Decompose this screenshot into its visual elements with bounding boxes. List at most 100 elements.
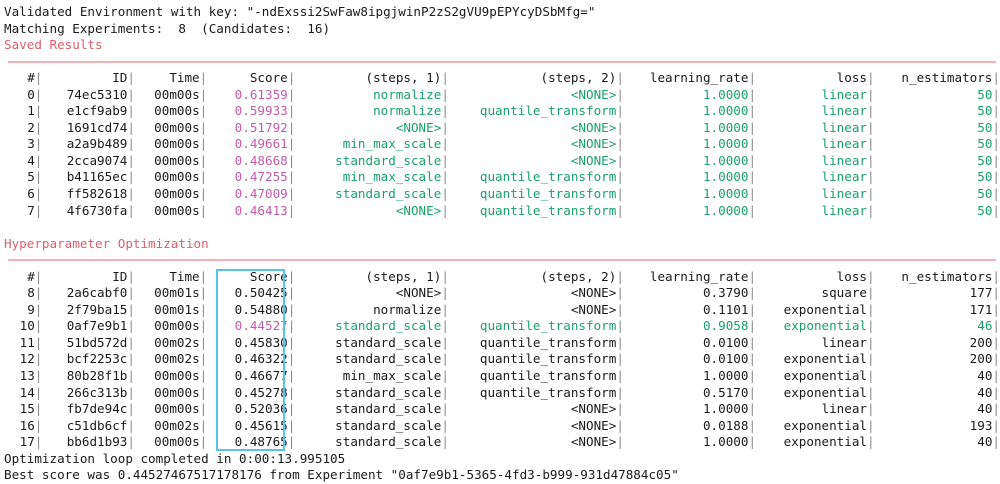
cell-steps-1: <NONE>| [395,119,449,135]
table-row[interactable]: 1|e1cf9ab9|00m00s|0.59933|normalize|quan… [4,103,1000,120]
cell-steps-1: standard_scale| [335,434,449,450]
cell-time: 00m01s| [154,285,208,301]
cell-steps-1: <NONE>| [395,202,449,218]
table-row[interactable]: 17|bb6d1b93|00m00s|0.48765|standard_scal… [4,434,1000,451]
table-row[interactable]: 8|2a6cabf0|00m01s|0.50425|<NONE>|<NONE>|… [4,285,1000,302]
section-rule-hyperparameter-optimization [4,252,1000,269]
cell-steps-1: normalize| [373,103,449,119]
footer-line-loop-completed: Optimization loop completed in 0:00:13.9… [4,450,346,466]
table-row[interactable]: 6|ff582618|00m00s|0.47009|standard_scale… [4,186,1000,203]
table-row[interactable]: 0|74ec5310|00m00s|0.61359|normalize|<NON… [4,87,1000,104]
table-row[interactable]: 11|51bd572d|00m02s|0.45830|standard_scal… [4,335,1000,352]
cell-id: 266c313b| [66,384,135,400]
cell-learning-rate: 1.0000| [702,169,757,185]
table-row[interactable]: 7|4f6730fa|00m00s|0.46413|<NONE>|quantil… [4,203,1000,220]
cell-time: 00m00s| [154,434,208,450]
cell-loss: exponential| [783,351,875,367]
cell-id: a2a9b489| [66,136,135,152]
table-row[interactable]: 12|bcf2253c|00m02s|0.46322|standard_scal… [4,351,1000,368]
cell-time: 00m00s| [154,202,208,218]
column-header-learning-rate: learning_rate| [649,70,757,86]
cell-learning-rate: 1.0000| [702,86,757,102]
table-row[interactable]: 9|2f79ba15|00m01s|0.54880|normalize|<NON… [4,302,1000,319]
cell-steps-2: quantile_transform| [479,202,624,218]
cell-score: 0.52036| [234,401,296,417]
cell-loss: linear| [821,136,875,152]
table-header-row: #|ID|Time|Score|(steps, 1)|(steps, 2)|le… [4,269,1000,286]
section-title-saved-results: Saved Results [4,37,103,53]
cell-index: 9| [27,301,43,317]
cell-index: 12| [19,351,43,367]
cell-index: 13| [19,368,43,384]
cell-id: c51db6cf| [66,417,135,433]
cell-score: 0.46413| [234,202,296,218]
cell-time: 00m02s| [154,417,208,433]
cell-loss: exponential| [783,318,875,334]
cell-steps-2: <NONE>| [570,301,624,317]
cell-time: 00m02s| [154,351,208,367]
column-header-loss: loss| [836,268,875,284]
saved-results-table-body: #|ID|Time|Score|(steps, 1)|(steps, 2)|le… [4,70,1000,219]
cell-index: 2| [27,119,43,135]
cell-n-estimators: 40| [977,401,1000,417]
cell-steps-1: min_max_scale| [342,169,449,185]
cell-loss: exponential| [783,301,875,317]
cell-score: 0.59933| [234,103,296,119]
cell-time: 00m00s| [154,401,208,417]
cell-id: bcf2253c| [66,351,135,367]
cell-time: 00m00s| [154,119,208,135]
table-row[interactable]: 14|266c313b|00m00s|0.45278|standard_scal… [4,385,1000,402]
cell-score: 0.50425| [234,285,296,301]
cell-time: 00m00s| [154,136,208,152]
cell-steps-1: standard_scale| [335,152,449,168]
cell-score: 0.45830| [234,334,296,350]
cell-score: 0.49661| [234,136,296,152]
cell-id: 0af7e9b1| [66,318,135,334]
cell-time: 00m02s| [154,334,208,350]
hpo-table-body: #|ID|Time|Score|(steps, 1)|(steps, 2)|le… [4,269,1000,451]
cell-score: 0.47009| [234,186,296,202]
column-header--steps-1-: (steps, 1)| [365,70,449,86]
table-gap [4,219,1000,236]
column-header-id: ID| [112,268,135,284]
column-header-time: Time| [169,70,208,86]
cell-n-estimators: 177| [969,285,1000,301]
cell-id: 74ec5310| [66,86,135,102]
cell-steps-1: min_max_scale| [342,136,449,152]
cell-index: 10| [19,318,43,334]
column-header-score: Score| [249,268,296,284]
cell-learning-rate: 0.3790| [702,285,757,301]
cell-score: 0.44527| [234,318,296,334]
cell-steps-1: <NONE>| [395,285,449,301]
cell-steps-2: <NONE>| [570,136,624,152]
cell-score: 0.45615| [234,417,296,433]
cell-time: 00m00s| [154,186,208,202]
table-row[interactable]: 5|b41165ec|00m00s|0.47255|min_max_scale|… [4,169,1000,186]
cell-id: 51bd572d| [66,334,135,350]
intro-line-matching-experiments: Matching Experiments: 8 (Candidates: 16) [4,20,331,36]
cell-steps-2: <NONE>| [570,152,624,168]
table-row[interactable]: 13|80b28f1b|00m00s|0.46677|min_max_scale… [4,368,1000,385]
hyperparameter-optimization-table: #|ID|Time|Score|(steps, 1)|(steps, 2)|le… [4,269,1000,451]
table-row[interactable]: 2|1691cd74|00m00s|0.51792|<NONE>|<NONE>|… [4,120,1000,137]
column-header-n-estimators: n_estimators| [901,70,1000,86]
cell-steps-2: <NONE>| [570,417,624,433]
cell-index: 17| [19,434,43,450]
table-row[interactable]: 15|fb7de94c|00m00s|0.52036|standard_scal… [4,401,1000,418]
cell-id: fb7de94c| [66,401,135,417]
cell-learning-rate: 1.0000| [702,368,757,384]
column-header--steps-1-: (steps, 1)| [365,268,449,284]
table-row[interactable]: 10|0af7e9b1|00m00s|0.44527|standard_scal… [4,318,1000,335]
cell-steps-2: <NONE>| [570,86,624,102]
cell-n-estimators: 50| [977,169,1000,185]
table-row[interactable]: 16|c51db6cf|00m02s|0.45615|standard_scal… [4,418,1000,435]
cell-score: 0.47255| [234,169,296,185]
table-row[interactable]: 4|2cca9074|00m00s|0.48668|standard_scale… [4,153,1000,170]
cell-score: 0.46322| [234,351,296,367]
cell-loss: exponential| [783,417,875,433]
table-row[interactable]: 3|a2a9b489|00m00s|0.49661|min_max_scale|… [4,136,1000,153]
section-title-hyperparameter-optimization: Hyperparameter Optimization [4,235,209,251]
table-header-row: #|ID|Time|Score|(steps, 1)|(steps, 2)|le… [4,70,1000,87]
cell-index: 15| [19,401,43,417]
